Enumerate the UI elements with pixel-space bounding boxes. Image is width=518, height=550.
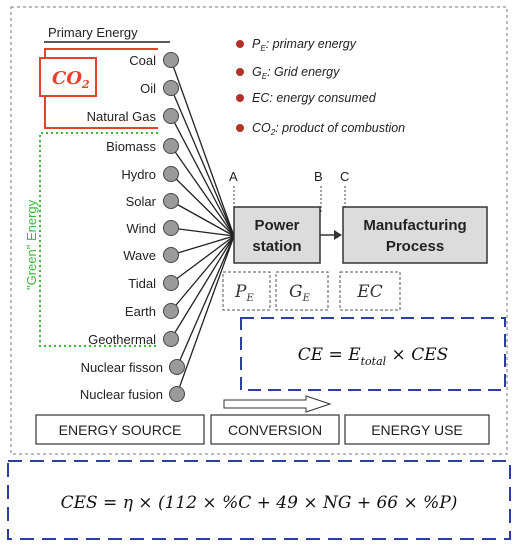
power-station-label-1: Power — [254, 217, 299, 234]
manufacturing-label-2: Process — [386, 238, 444, 255]
source-node — [163, 193, 179, 209]
source-connector-line — [170, 235, 235, 284]
conversion-flow-arrow — [223, 395, 332, 413]
source-label: Tidal — [128, 276, 156, 291]
stage-conversion-label: CONVERSION — [228, 422, 322, 438]
stage-conversion-box — [210, 414, 340, 445]
source-connector-lines — [170, 59, 235, 395]
ge-label: GE — [289, 282, 311, 304]
source-label: Wind — [126, 221, 156, 236]
source-node — [163, 247, 179, 263]
ge-box — [275, 271, 329, 311]
source-label: Natural Gas — [87, 109, 157, 124]
source-node — [169, 359, 185, 375]
pe-box — [222, 271, 271, 311]
stage-energy-source-box — [35, 414, 205, 445]
stage-energy-source-label: ENERGY SOURCE — [59, 422, 182, 438]
conversion-arrow-head — [334, 230, 342, 240]
co2-box-label: CO2 — [52, 68, 90, 91]
manufacturing-label-1: Manufacturing — [363, 217, 466, 234]
source-label: Coal — [129, 53, 156, 68]
source-label: Oil — [140, 81, 156, 96]
legend: PE: primary energy GE: Grid energy EC: e… — [236, 37, 405, 137]
source-connector-line — [170, 115, 235, 237]
manufacturing-process-box — [342, 206, 488, 264]
legend-dot-ec — [236, 94, 244, 102]
legend-dot-co2 — [236, 124, 244, 132]
legend-dot-ge — [236, 68, 244, 76]
source-node — [163, 166, 179, 182]
source-connector-line — [170, 145, 235, 237]
legend-item-pe: PE: primary energy — [252, 37, 357, 53]
point-a-label: A — [229, 169, 238, 184]
source-connector-line — [176, 235, 235, 395]
legend-item-co2: CO2: product of combustion — [252, 121, 405, 137]
outer-frame — [10, 6, 508, 455]
source-node — [163, 220, 179, 236]
stage-energy-use-box — [344, 414, 490, 445]
source-connector-line — [170, 200, 235, 237]
source-connector-line — [176, 235, 235, 368]
source-connector-line — [170, 87, 235, 237]
source-node — [163, 303, 179, 319]
source-label: Hydro — [121, 167, 156, 182]
source-label: Biomass — [106, 139, 156, 154]
legend-dot-pe — [236, 40, 244, 48]
ce-equation: CE = Etotal × CES — [298, 345, 449, 368]
point-b-label: B — [314, 169, 323, 184]
source-connector-line — [170, 59, 235, 237]
source-node — [163, 80, 179, 96]
source-label: Wave — [123, 248, 156, 263]
ces-equation: CES = η × (112 × %C + 49 × NG + 66 × %P) — [61, 493, 458, 513]
source-label: Nuclear fusion — [80, 387, 163, 402]
source-label: Nuclear fisson — [81, 360, 163, 375]
source-node — [163, 108, 179, 124]
pe-label: PE — [234, 282, 254, 304]
source-node — [163, 275, 179, 291]
source-connector-line — [170, 227, 235, 237]
source-node — [163, 52, 179, 68]
point-c-label: C — [340, 169, 349, 184]
stage-energy-use-label: ENERGY USE — [371, 422, 463, 438]
legend-item-ge: GE: Grid energy — [252, 65, 340, 81]
source-node — [169, 386, 185, 402]
source-connector-line — [170, 235, 235, 340]
source-label: Geothermal — [88, 332, 156, 347]
ec-label: EC — [356, 282, 382, 302]
source-label: Earth — [125, 304, 156, 319]
primary-energy-label: Primary Energy — [48, 25, 138, 40]
power-station-label-2: station — [252, 238, 301, 255]
green-energy-label: "Green" Energy — [24, 199, 39, 290]
ces-equation-box — [7, 460, 511, 540]
source-connector-line — [170, 235, 235, 256]
source-label: Solar — [126, 194, 157, 209]
ec-box — [339, 271, 401, 311]
source-connector-line — [170, 235, 235, 312]
green-energy-bracket — [39, 132, 158, 347]
source-nodes — [163, 52, 185, 402]
ce-equation-box — [240, 317, 506, 391]
source-node — [163, 331, 179, 347]
source-node — [163, 138, 179, 154]
legend-item-ec: EC: energy consumed — [252, 91, 377, 105]
co2-box — [39, 57, 97, 97]
source-connector-line — [170, 173, 235, 237]
